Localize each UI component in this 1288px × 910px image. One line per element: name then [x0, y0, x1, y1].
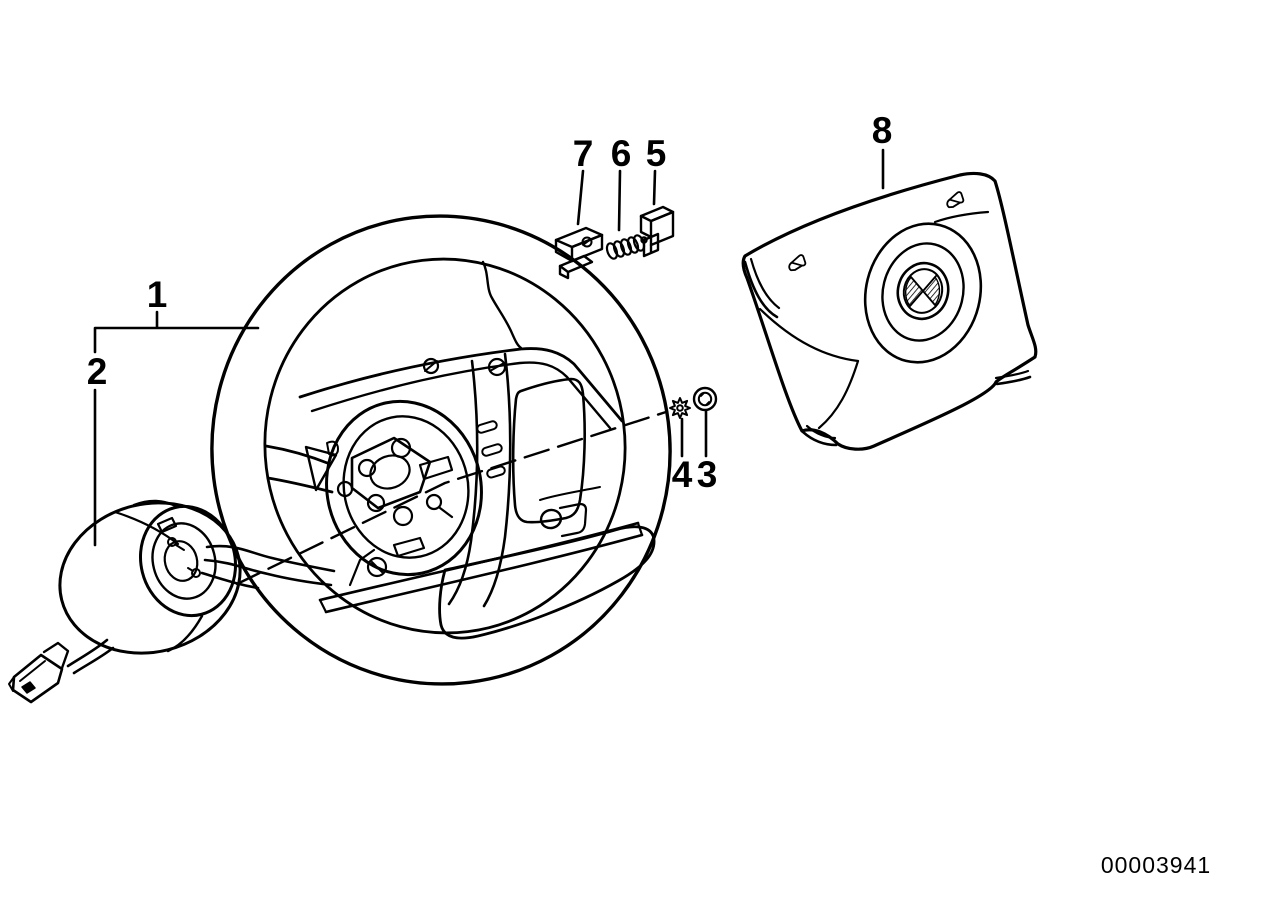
callout-label-4[interactable]: 4 — [672, 454, 693, 495]
clip-part-5 — [639, 205, 675, 258]
clip-part-7 — [554, 226, 604, 280]
callout-label-3[interactable]: 3 — [697, 454, 718, 495]
airbag-mounting-frame — [447, 352, 512, 608]
callout-label-7[interactable]: 7 — [573, 133, 594, 174]
callout-label-1[interactable]: 1 — [147, 274, 168, 315]
leader-7 — [576, 169, 585, 226]
leader-5 — [652, 169, 657, 206]
callout-leader-lines — [93, 148, 885, 547]
leader-6 — [617, 169, 622, 232]
callout-label-2[interactable]: 2 — [87, 351, 108, 392]
wheel-rim-inner — [263, 257, 627, 635]
spring-part-6 — [605, 234, 648, 260]
slip-ring — [8, 499, 336, 704]
lock-washer-part-4 — [669, 397, 691, 419]
hex-nut-part-3 — [692, 386, 718, 412]
hub-plate — [325, 399, 483, 577]
leader-1 — [93, 310, 260, 354]
airbag-cover-outline — [741, 171, 1038, 451]
horn-icon-left — [788, 254, 807, 272]
doc-number: 00003941 — [1101, 852, 1211, 878]
callout-label-6[interactable]: 6 — [611, 133, 632, 174]
bmw-roundel — [896, 261, 950, 321]
steering-wheel — [210, 214, 672, 686]
callout-label-5[interactable]: 5 — [646, 133, 667, 174]
assembly-axis-centerline — [235, 410, 668, 586]
slip-ring-wires — [200, 544, 336, 590]
wiring-connector — [8, 641, 70, 704]
horn-icon-right — [946, 191, 965, 209]
callout-label-8[interactable]: 8 — [872, 110, 893, 151]
slip-ring-drum — [58, 501, 242, 655]
airbag-cover — [741, 171, 1038, 451]
slip-ring-connector-wire — [66, 638, 115, 675]
wheel-rim-outer — [210, 214, 672, 686]
frame-opening — [511, 377, 586, 524]
